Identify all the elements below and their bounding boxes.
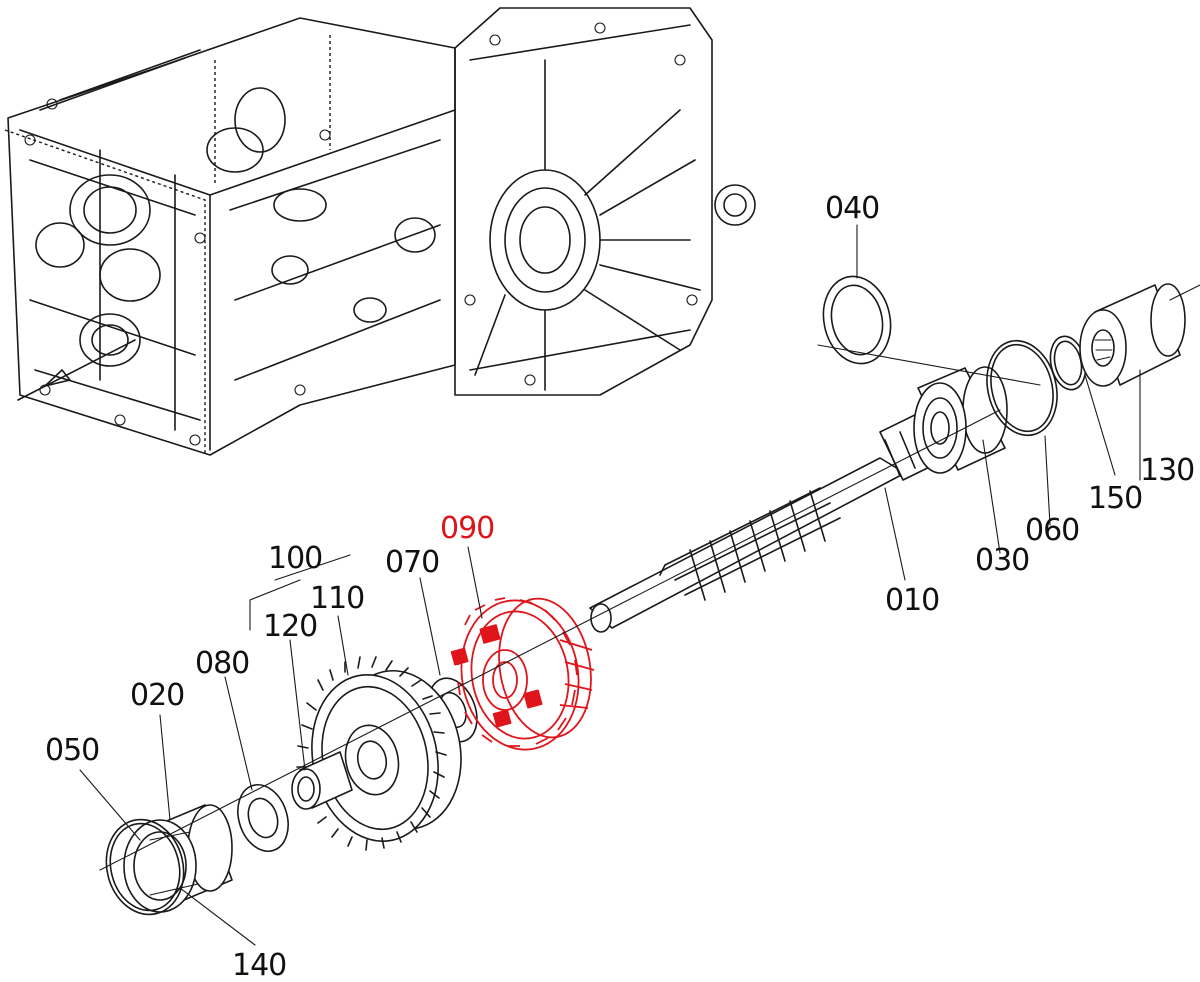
label-040: 040 xyxy=(825,191,879,226)
label-110: 110 xyxy=(310,581,364,616)
collar-120 xyxy=(291,751,353,810)
label-140: 140 xyxy=(232,948,286,982)
label-030: 030 xyxy=(975,543,1029,578)
label-090: 090 xyxy=(440,511,494,546)
leader-lines xyxy=(79,224,1141,946)
part-labels: 040 130 150 060 030 010 090 070 100 110 … xyxy=(45,191,1195,982)
sleeve-130 xyxy=(1079,283,1200,387)
label-120: 120 xyxy=(263,609,317,644)
label-080: 080 xyxy=(195,646,249,681)
gear-110 xyxy=(296,656,462,851)
label-130: 130 xyxy=(1140,453,1194,488)
transmission-case-housing xyxy=(4,7,756,456)
washer-080 xyxy=(237,784,289,852)
snap-ring-050 xyxy=(105,818,185,916)
bearing-030 xyxy=(913,366,1008,474)
label-060: 060 xyxy=(1025,513,1079,548)
bearing-020 xyxy=(123,804,233,913)
label-050: 050 xyxy=(45,733,99,768)
label-020: 020 xyxy=(130,678,184,713)
assembly-axis-line xyxy=(99,409,1001,871)
shim-040 xyxy=(817,275,1041,386)
label-070: 070 xyxy=(385,545,439,580)
label-010: 010 xyxy=(885,583,939,618)
snap-ring-060 xyxy=(986,339,1058,437)
label-100: 100 xyxy=(268,541,322,576)
label-150: 150 xyxy=(1088,481,1142,516)
